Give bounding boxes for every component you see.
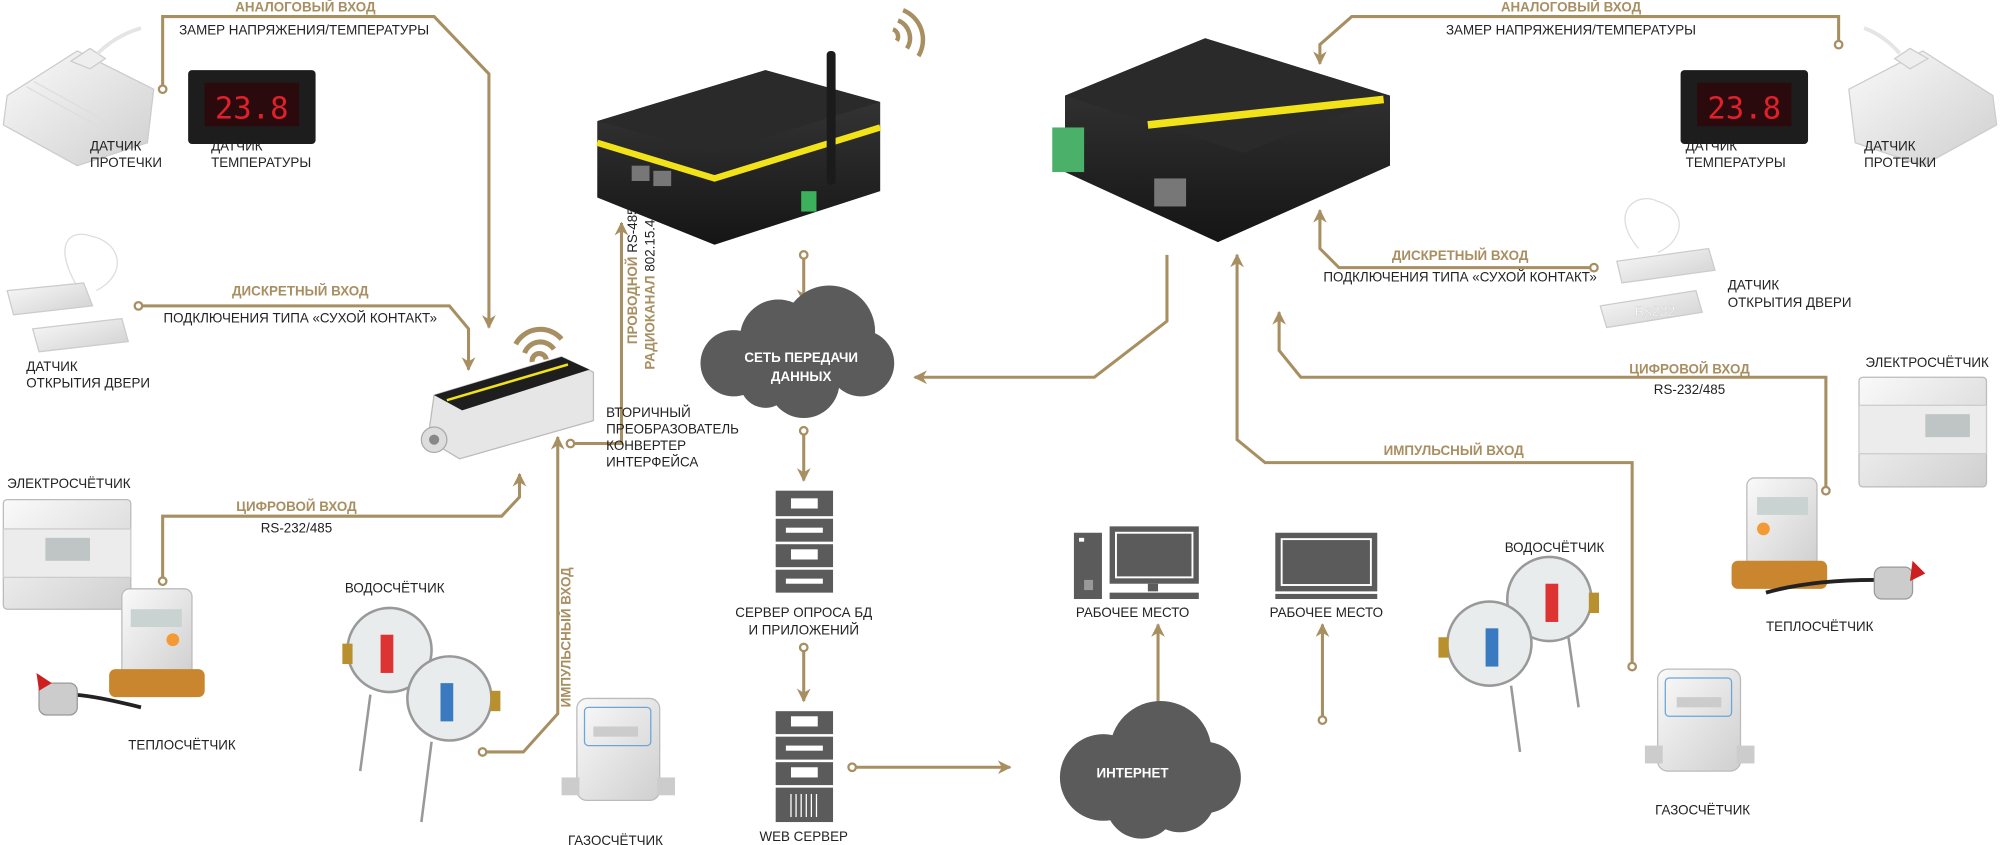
door-sensor-overlay-text: Rs232 xyxy=(1635,303,1676,319)
leak-sensor-left-label-2: ПРОТЕЧКИ xyxy=(90,155,162,170)
electricity-meter-right-label: ЭЛЕКТРОСЧЁТЧИК xyxy=(1865,355,1989,370)
leak-sensor-right-label-1: ДАТЧИК xyxy=(1864,138,1916,153)
wifi-icon-converter xyxy=(513,326,564,363)
connectors xyxy=(133,15,1844,775)
temp-sensor-right: 23.8 xyxy=(1680,70,1809,145)
converter-label-3: КОНВЕРТЕР xyxy=(606,438,686,453)
right-analog-subtitle: ЗАМЕР НАПРЯЖЕНИЯ/ТЕМПЕРАТУРЫ xyxy=(1446,22,1696,37)
water-meter-left xyxy=(342,606,501,823)
workstation-1-label: РАБОЧЕЕ МЕСТО xyxy=(1076,605,1189,620)
leak-sensor-left xyxy=(2,26,155,167)
link-wired-value: RS-485 xyxy=(625,207,640,252)
heat-meter-right xyxy=(1731,477,1926,600)
laptop-workstation-icon xyxy=(1275,532,1378,600)
right-discrete-subtitle: ПОДКЛЮЧЕНИЯ ТИПА «СУХОЙ КОНТАКТ» xyxy=(1323,270,1596,285)
gas-meter-right xyxy=(1644,668,1755,772)
temp-sensor-left: 23.8 xyxy=(188,70,316,145)
workstation-2-label: РАБОЧЕЕ МЕСТО xyxy=(1270,605,1383,620)
gas-meter-right-label: ГАЗОСЧЁТЧИК xyxy=(1655,802,1750,817)
link-wired-label: ПРОВОДНОЙ RS-485 xyxy=(625,207,640,344)
right-digital-title: ЦИФРОВОЙ ВХОД xyxy=(1629,361,1750,376)
heat-meter-right-label: ТЕПЛОСЧЁТЧИК xyxy=(1766,619,1874,634)
internet-cloud xyxy=(1059,700,1241,839)
left-digital-line xyxy=(157,472,527,587)
electricity-meter-left xyxy=(2,498,132,610)
gas-meter-left-label: ГАЗОСЧЁТЧИК xyxy=(568,833,663,845)
wifi-icon-router xyxy=(891,8,926,58)
network-cloud xyxy=(700,285,895,419)
door-sensor-right-label-2: ОТКРЫТИЯ ДВЕРИ xyxy=(1728,295,1852,310)
right-analog-title: АНАЛОГОВЫЙ ВХОД xyxy=(1501,0,1642,14)
network-cloud-label-2: ДАННЫХ xyxy=(771,369,832,384)
electricity-meter-left-label: ЭЛЕКТРОСЧЁТЧИК xyxy=(7,476,131,491)
converter-label-2: ПРЕОБРАЗОВАТЕЛЬ xyxy=(606,421,739,436)
heat-meter-left xyxy=(36,588,205,716)
door-sensor-right: Rs232 xyxy=(1599,198,1716,329)
water-meter-left-label: ВОДОСЧЁТЧИК xyxy=(345,581,445,596)
temp-display-left: 23.8 xyxy=(215,92,289,127)
water-meter-right-label: ВОДОСЧЁТЧИК xyxy=(1505,540,1605,555)
gateway-cloud-line xyxy=(913,254,1169,385)
door-sensor-left-label-1: ДАТЧИК xyxy=(26,359,78,374)
link-radio-label: РАДИОКАНАЛ 802.15.4 xyxy=(643,219,658,370)
left-impulse-line xyxy=(477,435,565,757)
door-sensor-left-label-2: ОТКРЫТИЯ ДВЕРИ xyxy=(26,375,150,390)
gas-meter-left xyxy=(561,697,675,802)
door-sensor-right-label-1: ДАТЧИК xyxy=(1728,277,1780,292)
temp-sensor-right-label-1: ДАТЧИК xyxy=(1686,138,1738,153)
db-server-label-1: СЕРВЕР ОПРОСА БД xyxy=(735,605,872,620)
link-wired-bold: ПРОВОДНОЙ xyxy=(625,257,640,345)
temp-display-right: 23.8 xyxy=(1707,92,1781,127)
left-digital-title: ЦИФРОВОЙ ВХОД xyxy=(236,499,357,514)
left-digital-subtitle: RS-232/485 xyxy=(261,521,332,536)
leak-sensor-left-label-1: ДАТЧИК xyxy=(90,138,142,153)
ethernet-gateway xyxy=(1052,38,1390,243)
interface-converter xyxy=(420,356,595,460)
electricity-meter-right xyxy=(1858,376,1988,488)
leak-sensor-right xyxy=(1848,26,1998,167)
link-radio-value: 802.15.4 xyxy=(643,219,658,272)
heat-meter-left-label: ТЕПЛОСЧЁТЧИК xyxy=(128,737,236,752)
right-digital-subtitle: RS-232/485 xyxy=(1654,382,1725,397)
left-discrete-title: ДИСКРЕТНЫЙ ВХОД xyxy=(232,284,369,299)
converter-router-line xyxy=(565,221,629,449)
left-impulse-title: ИМПУЛЬСНЫЙ ВХОД xyxy=(558,567,573,708)
converter-label-4: ИНТЕРФЕЙСА xyxy=(606,454,698,469)
desktop-workstation-icon xyxy=(1073,526,1199,600)
web-server-label: WEB СЕРВЕР xyxy=(759,829,848,844)
internet-cloud-label: ИНТЕРНЕТ xyxy=(1097,765,1170,780)
gsm-router xyxy=(596,50,882,245)
leak-sensor-right-label-2: ПРОТЕЧКИ xyxy=(1864,155,1936,170)
right-analog-line xyxy=(1313,15,1844,66)
converter-label-1: ВТОРИЧНЫЙ xyxy=(606,405,691,420)
db-server-label-2: И ПРИЛОЖЕНИЙ xyxy=(748,623,859,638)
network-cloud-label-1: СЕТЬ ПЕРЕДАЧИ xyxy=(744,350,858,365)
temp-sensor-left-label-1: ДАТЧИК xyxy=(211,138,263,153)
right-impulse-line xyxy=(1230,253,1638,672)
db-server-icon xyxy=(775,490,834,593)
link-radio-bold: РАДИОКАНАЛ xyxy=(643,275,658,369)
left-analog-title: АНАЛОГОВЫЙ ВХОД xyxy=(235,0,376,14)
temp-sensor-right-label-2: ТЕМПЕРАТУРЫ xyxy=(1686,155,1786,170)
water-meter-right xyxy=(1438,555,1600,753)
left-discrete-subtitle: ПОДКЛЮЧЕНИЯ ТИПА «СУХОЙ КОНТАКТ» xyxy=(164,310,437,325)
temp-sensor-left-label-2: ТЕМПЕРАТУРЫ xyxy=(211,155,311,170)
web-server-icon xyxy=(775,711,834,823)
left-analog-subtitle: ЗАМЕР НАПРЯЖЕНИЯ/ТЕМПЕРАТУРЫ xyxy=(179,22,429,37)
door-sensor-left xyxy=(6,233,130,353)
right-impulse-title: ИМПУЛЬСНЫЙ ВХОД xyxy=(1384,443,1525,458)
right-discrete-title: ДИСКРЕТНЫЙ ВХОД xyxy=(1392,248,1529,263)
left-discrete-line xyxy=(133,300,476,371)
left-analog-line xyxy=(157,15,496,329)
